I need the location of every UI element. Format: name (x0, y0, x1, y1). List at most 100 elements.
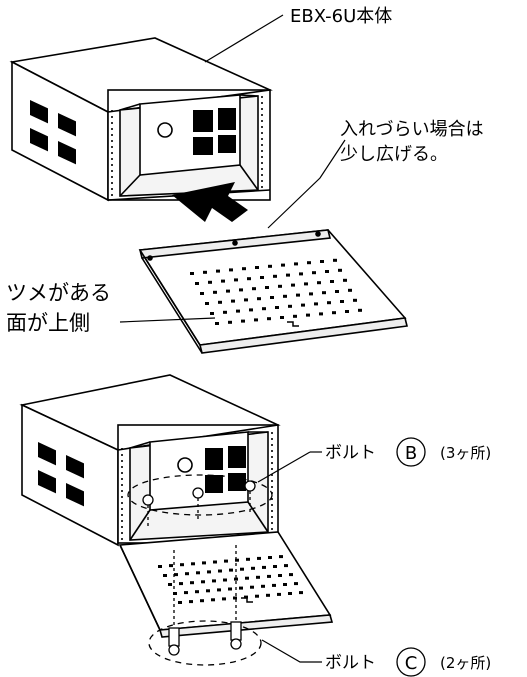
vent-hole (296, 293, 300, 297)
vent-hole (241, 319, 245, 323)
bottom-panel (138, 229, 408, 354)
vent-hole (231, 299, 235, 303)
vent-hole (345, 310, 349, 313)
vent-hole (178, 601, 182, 604)
vent-hole (252, 287, 256, 291)
vent-hole (239, 586, 243, 590)
vent-hole (260, 276, 264, 279)
vent-hole (265, 286, 269, 289)
vent-hole (208, 280, 212, 284)
vent-hole (266, 593, 270, 597)
vent-hole (272, 583, 276, 587)
vent-hole (309, 292, 313, 296)
bolt-c-label: ボルト (325, 653, 376, 673)
vent-hole (195, 590, 199, 594)
tab-hook (287, 321, 299, 327)
vent-hole (255, 266, 259, 269)
vent-hole (279, 555, 283, 559)
vent-hole (246, 557, 250, 561)
vent-hole (221, 279, 225, 283)
vent-hole (284, 564, 288, 568)
bolt-c-2 (230, 621, 242, 650)
vent-hole (294, 262, 298, 266)
leader-tab (119, 317, 216, 323)
vent-hole (228, 587, 232, 591)
vent-hole (261, 584, 265, 588)
vent-hole (190, 581, 194, 585)
vent-hole (254, 318, 258, 322)
vent-hole (333, 258, 337, 262)
bolt-b-1 (142, 494, 154, 528)
leader-note (267, 139, 346, 229)
vent-hole (242, 267, 246, 271)
vent-hole (330, 280, 334, 283)
panel-vent-grid-installed (158, 555, 303, 604)
vent-slots-bottom (38, 442, 246, 507)
vent-hole (216, 269, 220, 273)
vent-hole (273, 565, 277, 568)
vent-hole (189, 600, 193, 604)
vent-hole (275, 306, 279, 309)
vent-hole (280, 316, 284, 319)
bolt-b-count: (3ヶ所) (440, 444, 491, 462)
vent-hole (281, 263, 285, 267)
vent-hole (184, 591, 188, 595)
vent-hole (174, 573, 178, 577)
vent-hole (218, 569, 222, 573)
vent-hole (228, 320, 232, 324)
vent-hole (257, 297, 261, 301)
vent-hole (322, 291, 326, 295)
bolt-c-highlight (148, 620, 262, 666)
bolt-c-1 (168, 627, 180, 656)
vent-hole (236, 309, 240, 313)
bolt-b-2 (192, 487, 204, 522)
vent-hole (239, 288, 243, 292)
vent-hole (340, 300, 344, 303)
note-line-2: 少し広げる。 (340, 144, 448, 165)
vent-hole (299, 272, 303, 276)
vent-hole (180, 563, 184, 567)
vent-hole (233, 596, 237, 600)
vent-hole (294, 582, 298, 586)
vent-hole (212, 579, 216, 583)
bolt-c-circle (396, 647, 426, 677)
product-label: EBX-6U本体 (290, 6, 392, 27)
vent-hole (332, 311, 336, 315)
vent-hole (173, 592, 177, 595)
vent-hole (262, 307, 266, 311)
vent-hole (191, 562, 195, 566)
vent-hole (312, 271, 316, 275)
vent-hole (291, 283, 295, 287)
vent-hole (249, 308, 253, 312)
vent-hole (207, 570, 211, 574)
vent-hole (335, 290, 339, 293)
vent-slots-top (30, 100, 236, 165)
bolt-c-count: (2ヶ所) (440, 654, 491, 672)
vent-hole (247, 277, 251, 281)
vent-hole (185, 572, 189, 576)
vent-hole (210, 312, 214, 315)
vent-hole (267, 574, 271, 578)
vent-hole (353, 298, 357, 302)
vent-hole (217, 588, 221, 592)
vent-hole (244, 298, 248, 302)
vent-hole (327, 301, 331, 305)
vent-hole (304, 282, 308, 286)
vent-hole (299, 591, 303, 595)
bolt-b-circle (396, 437, 426, 467)
vent-hole (268, 264, 272, 268)
vent-hole (169, 564, 173, 568)
vent-hole (226, 289, 230, 293)
vent-hole (286, 273, 290, 277)
vent-hole (268, 556, 272, 559)
vent-hole (196, 571, 200, 575)
vent-hole (235, 558, 239, 562)
vent-hole (283, 583, 287, 586)
vent-hole (245, 576, 249, 580)
vent-hole (301, 303, 305, 307)
vent-hole (262, 565, 266, 569)
vent-hole (314, 302, 318, 306)
vent-hole (205, 302, 209, 305)
vent-hole (163, 574, 167, 577)
vent-hole (343, 278, 347, 282)
